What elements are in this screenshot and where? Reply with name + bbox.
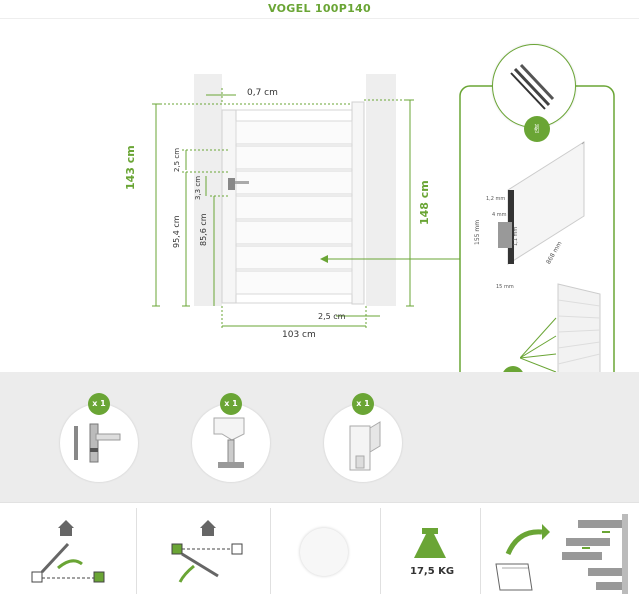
dim-gap-small: 2,5 cm	[173, 147, 181, 172]
profile-depth: 15 mm	[496, 284, 514, 290]
profile-inner-width: 4 mm	[492, 212, 507, 218]
right-post	[366, 74, 396, 306]
page-title: VOGEL 100P140	[0, 0, 639, 19]
dim-lock-height: 95,4 cm	[172, 215, 181, 248]
accessory-bracket-circle	[324, 404, 402, 482]
thumbs-up-icon: ✌	[524, 116, 550, 142]
weight-label: 17,5 KG	[410, 566, 455, 577]
accessory-lock-qty: x 1	[88, 393, 110, 415]
weight-icon	[414, 528, 446, 558]
accessory-bracket-qty: x 1	[352, 393, 374, 415]
lock-handle-icon	[74, 423, 121, 463]
accessory-stop-circle	[192, 404, 270, 482]
dim-side-gap: 2,5 cm	[318, 312, 346, 321]
left-post	[194, 74, 222, 306]
dim-lock-offset: 3,3 cm	[194, 175, 202, 200]
profile-thickness-top: 1,2 mm	[486, 196, 506, 202]
dim-top-gap: 0,7 cm	[247, 88, 278, 98]
rail-icon	[510, 63, 555, 110]
panel-stack	[520, 283, 601, 389]
accessory-stop-qty: x 1	[220, 393, 242, 415]
dim-post-height: 143 cm	[124, 145, 137, 190]
profile-detail	[498, 141, 585, 265]
opening-inward-icon	[31, 520, 105, 583]
dim-handle-height: 85,6 cm	[199, 213, 208, 246]
wall-bracket-icon	[349, 421, 381, 471]
dim-opening-height: 148 cm	[418, 180, 431, 225]
rail-detail-circle	[492, 44, 576, 128]
opening-outward-icon	[171, 520, 243, 583]
lock-icon	[228, 178, 235, 190]
accessory-lock-circle	[60, 404, 138, 482]
profile-groove: 1,1 mm	[513, 226, 519, 246]
dim-width: 103 cm	[282, 330, 316, 340]
gate-stop-icon	[213, 417, 245, 468]
gate-slats	[235, 120, 353, 295]
color-swatch	[300, 528, 348, 576]
packaging-icon	[495, 514, 628, 594]
profile-height: 155 mm	[474, 219, 481, 245]
